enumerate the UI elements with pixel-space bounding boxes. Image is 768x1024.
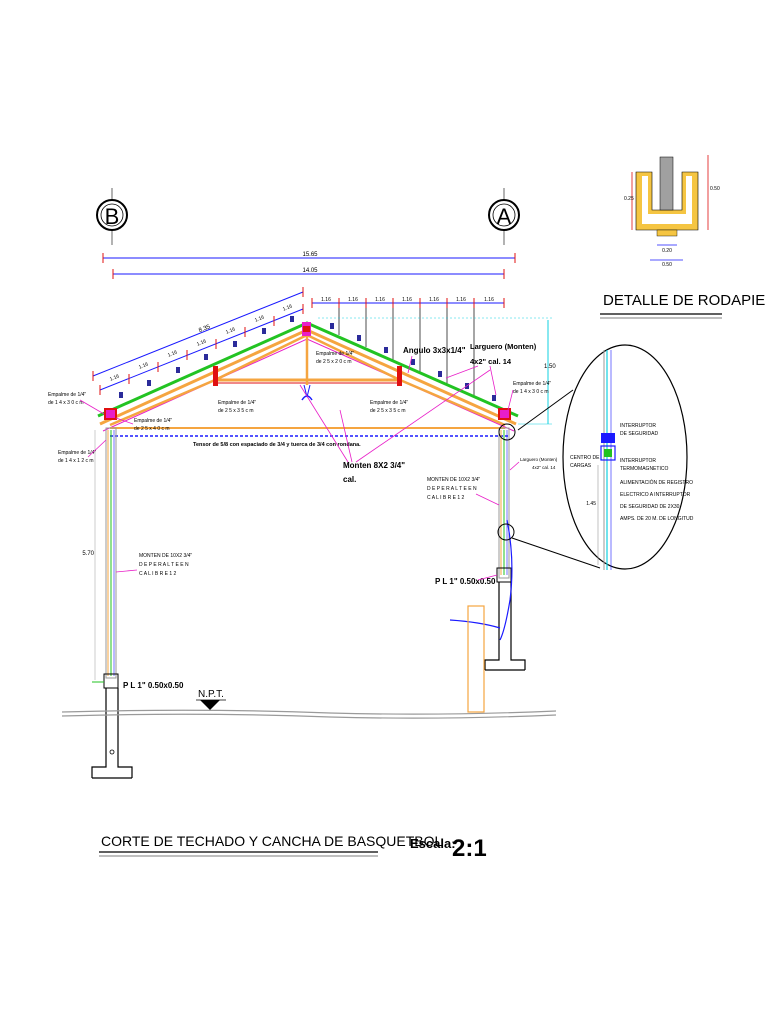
dim-right-seg: 1.16: [402, 297, 412, 303]
dim-slope-seg: 1.16: [282, 303, 293, 312]
monten-label-line1: Monten 8X2 3/4": [343, 461, 405, 470]
axis-label-a: A: [497, 204, 512, 229]
detail-dim-3: 0.20: [662, 248, 672, 254]
emp-25x35-b-line1: Empalme de 1/4": [370, 400, 408, 406]
monten-left-line2: D E P E R A L T E E N: [139, 562, 189, 568]
larguero-small-line2: 4x2" cal. 14: [532, 465, 556, 470]
emp-14x30-b-line2: de 1 4 x 3 0 c m: [513, 389, 549, 395]
detail-dim-1: 0.25: [624, 196, 634, 202]
emp-25x20-line1: Empalme de 1/4": [316, 351, 354, 357]
emp-25x35-b-line2: de 2 5 x 3 5 c m: [370, 408, 406, 414]
dim-overall-inner: 14.05: [302, 268, 318, 274]
tensor-label: Tensor de 5/8 con espaciado de 3/4 y tue…: [193, 442, 361, 448]
dim-rise: 1.50: [544, 364, 556, 370]
monten-right-line1: MONTEN DE 10X2 3/4": [427, 477, 480, 483]
dim-right-seg: 1.16: [348, 297, 358, 303]
detail-dim-4: 0.50: [662, 262, 672, 268]
elec-interruptor-term-2: TERMOMAGNETICO: [620, 466, 668, 472]
dim-right-seg: 1.16: [375, 297, 385, 303]
scale-label: Escala:: [410, 836, 456, 851]
left-column: 5.70: [82, 427, 133, 779]
right-dimension-lines: 1.16 1.16 1.16 1.16 1.16 1.16 1.16 1.50: [311, 297, 556, 425]
elec-centro-2: CARGAS: [570, 463, 592, 469]
monten-label-line2: cal.: [343, 475, 356, 484]
dim-right-seg: 1.16: [429, 297, 439, 303]
dim-overall-outer: 15.65: [302, 252, 318, 258]
emp-14x30-a-line2: de 1 4 x 3 0 c m: [48, 400, 84, 406]
right-column: [449, 427, 526, 713]
roof-truss: [97, 316, 519, 437]
scale-value: 2:1: [452, 835, 487, 862]
dim-slope-seg: 1.16: [167, 349, 178, 358]
monten-right-line3: C A L I B R E 1 2: [427, 495, 465, 501]
dim-detail-rise: 1.45: [586, 501, 596, 507]
emp-25x40-line1: Empalme de 1/4": [134, 418, 172, 424]
emp-14x30-a-line1: Empalme de 1/4": [48, 392, 86, 398]
emp-14x12-line1: Empalme de 1/4": [58, 450, 96, 456]
emp-25x40-line2: de 2 5 x 4 0 c m: [134, 426, 170, 432]
elec-interruptor-term-1: INTERRUPTOR: [620, 458, 656, 464]
elec-centro-1: CENTRO DE: [570, 455, 600, 461]
emp-25x35-a-line2: de 2 5 x 3 5 c m: [218, 408, 254, 414]
emp-14x30-b-line1: Empalme de 1/4": [513, 381, 551, 387]
elec-interruptor-seg-2: DE SEGURIDAD: [620, 431, 658, 437]
dim-right-seg: 1.16: [484, 297, 494, 303]
electrical-detail-circle: 1.45 INTERRUPTOR DE SEGURIDAD CENTRO DE …: [497, 344, 694, 570]
pl-left-label: P L 1" 0.50x0.50: [123, 681, 184, 690]
monten-left-line3: C A L I B R E 1 2: [139, 571, 177, 577]
emp-25x20-line2: de 2 5 x 2 0 c m: [316, 359, 352, 365]
rodapie-detail: 0.25 0.50 0.20 0.50 DETALLE DE RODAPIE: [600, 155, 765, 319]
larguero-label-line1: Larguero (Monten): [470, 342, 537, 351]
drawing-title-block: CORTE DE TECHADO Y CANCHA DE BASQUETBOL …: [99, 833, 487, 862]
emp-25x35-a-line1: Empalme de 1/4": [218, 400, 256, 406]
dim-slope-seg: 1.16: [109, 373, 120, 382]
axis-bubble-b: B: [96, 188, 128, 245]
npt-label: N.P.T.: [198, 689, 224, 700]
dim-right-seg: 1.16: [321, 297, 331, 303]
angulo-label: Angulo 3x3x1/4": [403, 346, 466, 355]
elec-interruptor-seg-1: INTERRUPTOR: [620, 423, 656, 429]
axis-label-b: B: [105, 204, 120, 229]
emp-14x12-line2: de 1 4 x 1 2 c m: [58, 458, 94, 464]
larguero-label-line2: 4x2" cal. 14: [470, 357, 512, 366]
elec-alim-2: ELECTRICO A INTERRUPTOR: [620, 492, 691, 498]
dim-slope-seg: 1.16: [254, 314, 265, 323]
dim-slope-seg: 1.16: [196, 338, 207, 347]
axis-bubble-a: A: [488, 188, 520, 245]
slope-dimension-lines: 8.35 1.16 1.16 1.16 1.16 1.16 1.16 1.16: [92, 287, 304, 395]
larguero-small-line1: Larguero (Monten): [520, 457, 558, 462]
dim-column-height: 5.70: [82, 551, 94, 557]
elec-alim-3: DE SEGURIDAD DE 2X30: [620, 504, 680, 510]
dim-right-seg: 1.16: [456, 297, 466, 303]
dim-slope-seg: 1.16: [138, 361, 149, 370]
elec-alim-4: AMPS. DE 20 M. DE LONGITUD: [620, 516, 694, 522]
annotations: Empalme de 1/4" de 1 4 x 3 0 c m Empalme…: [48, 342, 558, 690]
monten-left-line1: MONTEN DE 10X2 3/4": [139, 553, 192, 559]
ground-line: N.P.T.: [61, 689, 557, 719]
pl-right-label: P L 1" 0.50x0.50: [435, 577, 496, 586]
detail-title: DETALLE DE RODAPIE: [603, 292, 765, 309]
elec-alim-1: ALIMENTACIÓN DE REGISTRO: [620, 479, 693, 486]
overall-dimension-lines: 15.65 14.05: [102, 252, 516, 279]
monten-right-line2: D E P E R A L T E E N: [427, 486, 477, 492]
dim-slope-seg: 1.16: [225, 326, 236, 335]
dim-slope-total: 8.35: [198, 324, 212, 334]
drawing-title: CORTE DE TECHADO Y CANCHA DE BASQUETBOL: [101, 833, 442, 849]
detail-dim-2: 0.50: [710, 186, 720, 192]
